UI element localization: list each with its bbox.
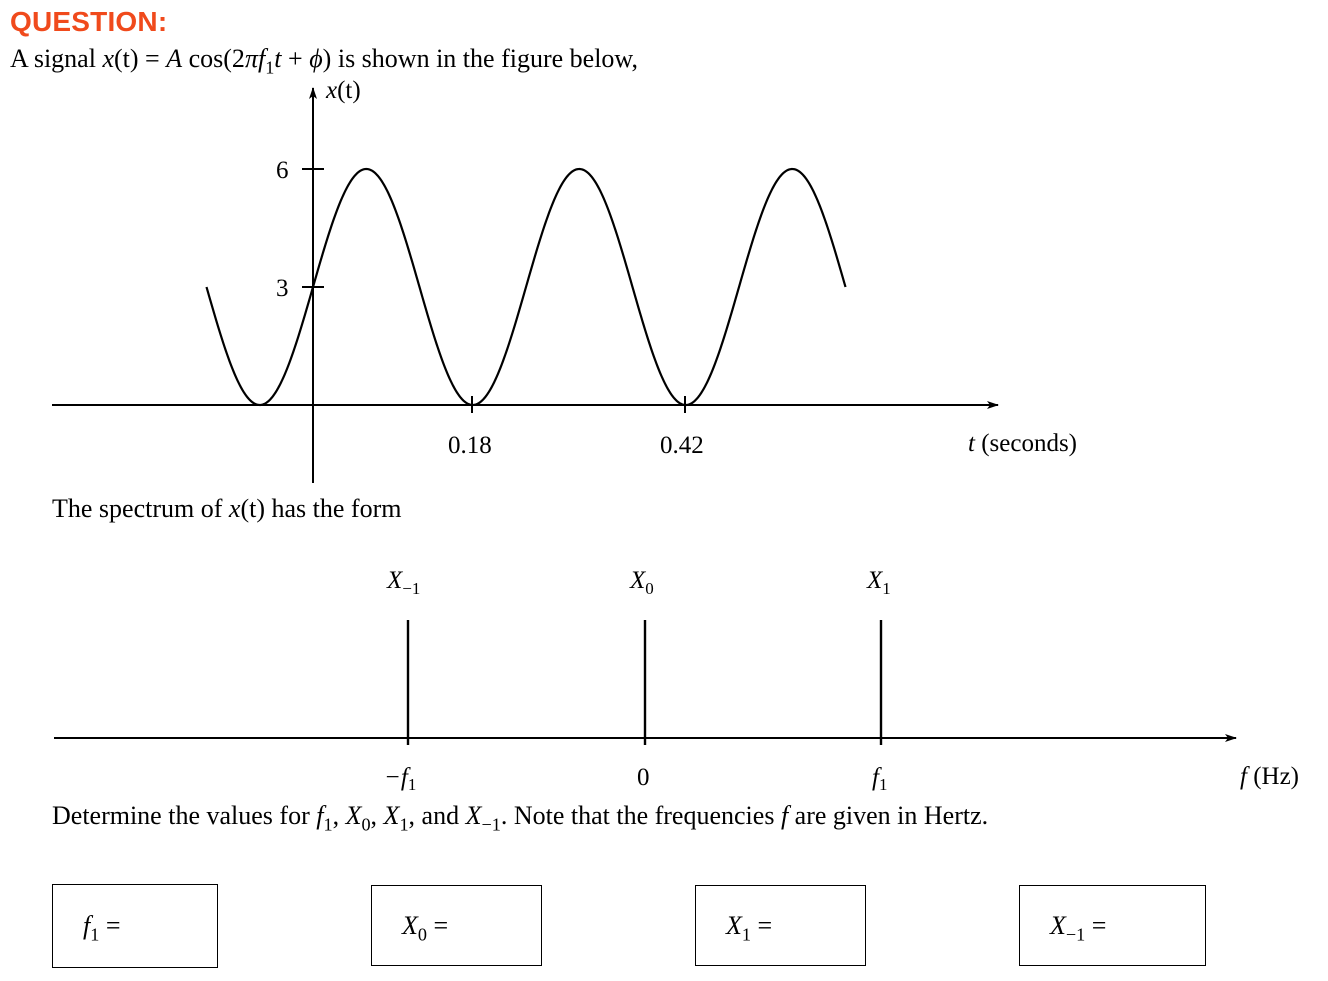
- freq-label-zero: 0: [637, 764, 650, 791]
- answer-label-X1: X1 =: [726, 910, 773, 944]
- answer-box-X0[interactable]: X0 =: [371, 885, 542, 966]
- answer-box-f1[interactable]: f1 =: [52, 884, 218, 968]
- y-tick-label-3: 3: [276, 275, 289, 302]
- answer-label-X-minus1: X−1 =: [1050, 910, 1107, 944]
- question-title: QUESTION:: [10, 6, 168, 37]
- x-tick-label-0.18: 0.18: [448, 432, 492, 459]
- answer-label-X0: X0 =: [402, 910, 449, 944]
- x-tick-label-0.42: 0.42: [660, 432, 704, 459]
- freq-label-minus-f1: −f1: [384, 764, 416, 794]
- answer-box-X1[interactable]: X1 =: [695, 885, 866, 966]
- answer-box-X-minus1[interactable]: X−1 =: [1019, 885, 1206, 966]
- intro-sentence: A signal x(t) = A cos(2πf1t + ϕ) is show…: [10, 44, 638, 78]
- y-axis-label: x(t): [325, 77, 361, 104]
- stem-label-X-minus1: X−1: [386, 567, 420, 598]
- answer-label-f1: f1 =: [83, 911, 121, 945]
- time-plot: x(t) 6 3 0.18 0.42 t (seconds): [52, 77, 1077, 483]
- freq-label-f1: f1: [872, 764, 887, 794]
- signal-curve: [205, 167, 847, 407]
- y-tick-label-6: 6: [276, 157, 289, 184]
- x-axis-label: t (seconds): [968, 430, 1077, 457]
- spectrum-plot: X−1 X0 X1 −f1 0 f1 f (Hz): [54, 567, 1299, 794]
- frequency-axis-label: f (Hz): [1240, 763, 1299, 790]
- stem-label-X0: X0: [629, 567, 654, 598]
- determine-sentence: Determine the values for f1, X0, X1, and…: [52, 801, 989, 835]
- spectrum-sentence: The spectrum of x(t) has the form: [52, 494, 402, 523]
- stem-label-X1: X1: [866, 567, 891, 598]
